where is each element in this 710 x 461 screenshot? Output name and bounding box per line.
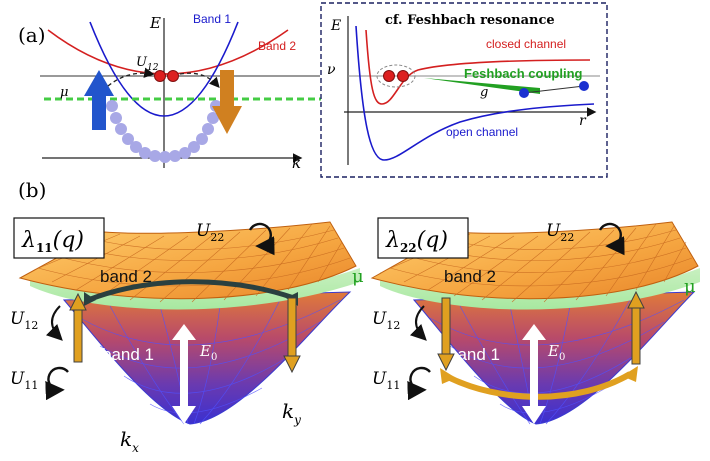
right-mu-label: μ — [684, 276, 696, 297]
right-e0-arrow — [522, 324, 546, 424]
left-u11-label: U11 — [10, 369, 38, 392]
pair-dot-right — [167, 70, 179, 82]
right-u12-label: U12 — [372, 309, 400, 332]
surface-left: λ11(q) band 2 band 1 E0 U22 U12 U11 — [10, 217, 364, 455]
exchange-arrow-left — [107, 67, 155, 87]
right-band2-label: band 2 — [444, 267, 496, 286]
inset-e-label: E — [330, 18, 341, 34]
lambda11-label: λ11(q) — [21, 228, 84, 255]
right-u22-label: U22 — [546, 221, 574, 244]
band1-curve — [89, 21, 239, 117]
inset-nu-label: ν — [327, 62, 336, 78]
right-gold-arc-head-l — [440, 368, 456, 384]
left-u22-loop — [248, 222, 275, 256]
exchange-arrow-right — [179, 72, 220, 88]
right-u12-arc — [409, 305, 427, 341]
right-band1-label: band 1 — [448, 345, 500, 364]
left-e0-arrow — [172, 324, 196, 424]
inset-pair-dot-right — [397, 70, 409, 82]
inset-atom-1 — [519, 88, 529, 98]
atom-link — [523, 85, 585, 94]
left-u12-arc — [45, 305, 63, 341]
right-gold-arc-head-r — [622, 366, 638, 382]
band1-label: Band 1 — [193, 12, 231, 26]
lambda11-box — [13, 217, 105, 259]
lambda22-label: λ22(q) — [385, 228, 448, 255]
kx-label: kx — [120, 427, 139, 455]
closed-channel-label: closed channel — [486, 37, 566, 51]
left-band2-label: band 2 — [100, 267, 152, 286]
right-u11-label: U11 — [372, 369, 400, 392]
band2-label: Band 2 — [258, 39, 296, 53]
ky-label: ky — [282, 399, 301, 427]
right-mu-slab — [380, 268, 700, 310]
left-e0-label: E0 — [199, 342, 217, 363]
left-mu-label: μ — [352, 266, 364, 287]
pair-beads — [106, 100, 222, 163]
left-lower-mesh — [79, 299, 341, 425]
panel-a: (a) E k Band 1 Band 2 μ — [18, 12, 418, 172]
left-gold-arrow-up — [69, 292, 87, 363]
inset-title: cf. Feshbach resonance — [385, 13, 555, 28]
right-u11-loop — [407, 366, 431, 401]
spin-down-arrow — [212, 70, 242, 134]
open-channel-curve — [355, 25, 595, 161]
inset-pair-ring — [376, 64, 416, 88]
right-e0-label: E0 — [547, 342, 565, 363]
right-gold-arc — [444, 371, 632, 400]
surface-right: λ22(q) band 2 band 1 E0 U22 U12 U11 μ — [370, 217, 700, 425]
panel-b-label: (b) — [18, 178, 46, 202]
lambda22-box — [377, 217, 469, 259]
feshbach-wedge — [424, 78, 540, 94]
a-mu-label: μ — [60, 85, 68, 100]
right-upper-mesh — [385, 223, 693, 303]
panel-a-label: (a) — [18, 23, 46, 47]
open-channel-label: open channel — [446, 125, 518, 139]
pair-dot-left — [154, 70, 166, 82]
right-gold-arrow-up — [627, 290, 645, 365]
right-u22-loop — [598, 222, 625, 256]
feshbach-inset: cf. Feshbach resonance E r ν closed chan… — [320, 2, 608, 178]
inset-g-label: g — [480, 85, 488, 100]
inset-r-label: r — [579, 113, 587, 129]
inset-frame — [320, 2, 608, 178]
left-band1-label: band 1 — [102, 345, 154, 364]
left-upper-mesh — [33, 223, 351, 303]
left-u22-label: U22 — [196, 221, 224, 244]
a-u12-label: U12 — [136, 55, 159, 73]
a-e-label: E — [149, 14, 161, 32]
left-mu-slab — [30, 268, 360, 310]
left-u11-loop — [45, 366, 69, 401]
band2-curve — [47, 29, 289, 75]
left-dark-arc — [87, 279, 295, 303]
inset-atom-2 — [579, 81, 589, 91]
left-dark-arc-head-l — [84, 292, 96, 306]
right-gold-arrow-down — [437, 297, 455, 372]
feshbach-label: Feshbach coupling — [464, 66, 583, 81]
left-gold-arrow-down — [283, 297, 301, 374]
a-k-label: k — [292, 154, 301, 172]
left-lower-bowl — [62, 291, 352, 425]
inset-pair-dot-left — [383, 70, 395, 82]
spin-up-arrow — [84, 70, 114, 130]
left-u12-label: U12 — [10, 309, 38, 332]
